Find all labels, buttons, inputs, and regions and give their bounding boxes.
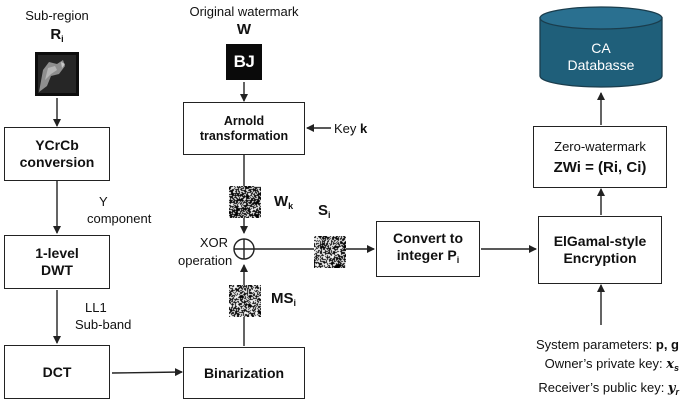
- xor-operation-label: XOR operation: [178, 235, 233, 268]
- y-component-label: Y component: [87, 194, 152, 226]
- system-parameters-block: System parameters: p, g Owner’s private …: [500, 335, 679, 402]
- dwt-box: 1-level DWT: [4, 235, 110, 289]
- arnold-transformation-box: Arnold transformation: [183, 102, 305, 155]
- dct-box: DCT: [4, 345, 110, 399]
- watermark-image: BJ: [226, 44, 262, 80]
- master-share-image: [229, 285, 261, 317]
- elgamal-encryption-box: ElGamal-style Encryption: [538, 216, 662, 284]
- system-parameters-line: System parameters: p, g: [535, 337, 679, 352]
- arrow-dct-to-binarization: [111, 368, 183, 377]
- owner-private-key-line: Owner’s private key: xs: [544, 356, 679, 373]
- ca-database-label: CA Databasse: [567, 40, 635, 73]
- ycrcb-conversion-box: YCrCb conversion: [4, 127, 110, 181]
- msi-label: MSi: [271, 290, 297, 308]
- wk-label: Wk: [274, 193, 294, 211]
- convert-to-integer-box: Convert to integer Pi: [376, 221, 480, 277]
- subregion-label: Sub-region: [25, 8, 89, 23]
- subregion-symbol: Ri: [50, 26, 64, 44]
- si-label: Si: [318, 202, 331, 220]
- xor-symbol: [233, 238, 255, 260]
- scrambled-watermark-image: [229, 186, 261, 218]
- watermark-symbol: W: [236, 21, 252, 38]
- zero-watermark-box: Zero-watermark ZWi = (Ri, Ci): [533, 126, 667, 188]
- ca-database-cylinder: [539, 6, 663, 88]
- ll1-subband-label: LL1 Sub-band: [75, 300, 132, 332]
- watermark-image-text: BJ: [233, 52, 255, 71]
- key-label: Key k: [334, 121, 368, 136]
- subregion-image: [35, 52, 79, 96]
- original-watermark-label: Original watermark: [189, 4, 299, 19]
- share-image: [314, 236, 346, 268]
- binarization-box: Binarization: [183, 347, 305, 399]
- receiver-public-key-line: Receiver’s public key: yr: [538, 380, 679, 397]
